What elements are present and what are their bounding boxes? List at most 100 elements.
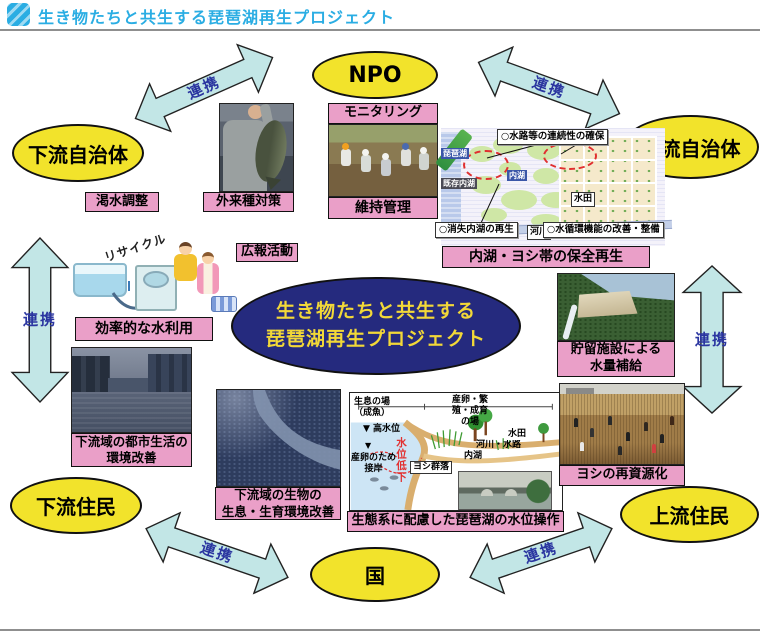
footer-divider bbox=[0, 629, 760, 631]
map-label-biwako: 琵琶湖 bbox=[441, 148, 469, 160]
map-highlight-ellipse bbox=[463, 150, 509, 180]
label-storage-facility: 貯留施設による 水量補給 bbox=[557, 341, 675, 377]
map-reed-area bbox=[533, 168, 559, 184]
recycle-illustration: リサイクル bbox=[73, 231, 237, 317]
laundry-basket bbox=[211, 296, 237, 312]
man-head bbox=[179, 242, 192, 255]
label-reed-recycling: ヨシの再資源化 bbox=[559, 465, 685, 486]
harvester-figure bbox=[652, 444, 656, 453]
aerial-river-path bbox=[253, 390, 340, 470]
worker-figure bbox=[419, 147, 429, 170]
project-center-ellipse: 生き物たちと共生する 琵琶湖再生プロジェクト bbox=[231, 277, 521, 375]
woman-head bbox=[202, 252, 214, 264]
page-header: 生き物たちと共生する琵琶湖再生プロジェクト bbox=[0, 0, 760, 31]
arrow-right-vertical: 連携 bbox=[682, 266, 742, 413]
arrow-downstream-gov-npo: 連携 bbox=[125, 33, 284, 143]
label-maintenance: 維持管理 bbox=[328, 197, 438, 219]
label-pr-activities: 広報活動 bbox=[236, 243, 298, 262]
wl-kasen-label: 河川・水路 bbox=[476, 440, 522, 450]
wl-yoshi-label: ヨシ群落 bbox=[410, 461, 453, 474]
label-ecosystem-water-level: 生態系に配慮した琵琶湖の水位操作 bbox=[347, 511, 564, 532]
water-level-diagram: 生息の場 （成魚） 産卵・繁 殖・成育 の場 ▼ 高水位 ▼ 水位低下 産卵のた… bbox=[349, 392, 563, 511]
wl-bridge-inset-photo bbox=[458, 471, 552, 510]
reeds-building bbox=[566, 388, 594, 396]
label-inner-lake-conservation: 内湖・ヨシ帯の保全再生 bbox=[442, 246, 650, 268]
city-river-photo bbox=[71, 347, 192, 433]
map-label-naiko: 内湖 bbox=[507, 170, 527, 182]
label-downstream-bio-line2: 生息・生育環境改善 bbox=[221, 503, 335, 519]
harvester-figure bbox=[660, 434, 664, 443]
reeds-field bbox=[560, 394, 684, 464]
callout-water-circulation: ○水循環機能の改善・整備 bbox=[543, 222, 664, 239]
harvester-figure bbox=[590, 428, 594, 437]
wl-high-level-label: ▼ 高水位 bbox=[363, 424, 401, 434]
harvester-figure bbox=[608, 416, 612, 425]
bathtub bbox=[73, 263, 127, 297]
arrow-left-vertical: 連携 bbox=[11, 238, 69, 402]
harvester-figure bbox=[580, 442, 584, 451]
wl-level-marker: ▼ bbox=[365, 441, 372, 450]
harvester-figure bbox=[626, 432, 630, 441]
man-figure bbox=[174, 254, 197, 281]
arrow-label: 連携 bbox=[694, 330, 730, 349]
worker-figure bbox=[381, 153, 391, 176]
entity-country: 国 bbox=[310, 547, 440, 602]
workers-photo bbox=[328, 124, 438, 197]
invasive-fish-photo bbox=[219, 103, 294, 192]
label-drought-adjustment: 渇水調整 bbox=[85, 192, 159, 212]
label-invasive-species: 外来種対策 bbox=[203, 192, 294, 212]
washing-machine-drum bbox=[143, 271, 169, 288]
woman-figure bbox=[197, 263, 219, 294]
label-downstream-bio: 下流域の生物の 生息・生育環境改善 bbox=[215, 487, 341, 520]
label-storage-line1: 貯留施設による bbox=[570, 342, 662, 358]
wl-naiko-label: 内湖 bbox=[464, 451, 483, 461]
entity-downstream-gov: 下流自治体 bbox=[12, 124, 144, 182]
arrow-downstream-res-country: 連携 bbox=[137, 503, 296, 603]
map-label-existing-lake: 既存内湖 bbox=[441, 178, 477, 190]
label-downstream-bio-line1: 下流域の生物の bbox=[234, 487, 322, 503]
aerial-city-background bbox=[217, 390, 340, 486]
bridge-arch bbox=[481, 489, 493, 496]
label-downstream-city-line2: 環境改善 bbox=[106, 450, 157, 465]
reeds-sky bbox=[560, 384, 684, 396]
page-title: 生き物たちと共生する琵琶湖再生プロジェクト bbox=[38, 8, 396, 27]
label-downstream-city-line1: 下流域の都市生活の bbox=[75, 433, 188, 449]
label-efficient-water-use: 効率的な水利用 bbox=[75, 317, 213, 341]
entity-downstream-residents: 下流住民 bbox=[10, 477, 142, 534]
map-paddy-grid bbox=[559, 136, 657, 228]
map-label-paddy: 水田 bbox=[571, 192, 596, 207]
bridge-arch bbox=[505, 489, 517, 496]
worker-figure bbox=[361, 149, 371, 172]
angler-head bbox=[248, 105, 263, 119]
callout-waterway-continuity: ○水路等の連続性の確保 bbox=[497, 129, 609, 146]
map-reed-area bbox=[481, 208, 507, 222]
washing-machine bbox=[135, 265, 177, 311]
wl-spawning-place-label: 産卵・繁 殖・成育 の場 bbox=[451, 395, 488, 427]
map-callout-lines bbox=[480, 144, 577, 224]
project-title-line2: 琵琶湖再生プロジェクト bbox=[265, 328, 486, 350]
entity-npo: NPO bbox=[312, 51, 438, 99]
harvester-figure bbox=[644, 422, 648, 431]
map-reed-area bbox=[501, 190, 537, 210]
arrow-country-upstream-res: 連携 bbox=[461, 503, 620, 603]
map-reed-area bbox=[471, 176, 501, 194]
reed-harvest-photo bbox=[559, 383, 685, 465]
city-river-water bbox=[72, 391, 191, 432]
worker-figure bbox=[401, 143, 411, 166]
arrow-npo-upstream-gov: 連携 bbox=[469, 37, 628, 139]
header-square-icon bbox=[7, 3, 30, 26]
aerial-river-photo bbox=[216, 389, 341, 487]
label-monitoring: モニタリング bbox=[328, 103, 438, 124]
wl-drop-label: 水位低下 bbox=[395, 437, 407, 483]
worker-figure bbox=[341, 143, 351, 166]
entity-upstream-residents: 上流住民 bbox=[620, 486, 759, 543]
project-title-line1: 生き物たちと共生する bbox=[275, 300, 476, 323]
wl-suiden-label: 水田 bbox=[507, 429, 528, 440]
dam-photo bbox=[557, 273, 675, 341]
harvester-figure bbox=[670, 416, 674, 425]
wl-habitat-label: 生息の場 （成魚） bbox=[354, 397, 391, 418]
harvester-figure bbox=[618, 446, 622, 455]
arrow-label: 連携 bbox=[22, 310, 58, 329]
label-storage-line2: 水量補給 bbox=[589, 359, 642, 374]
